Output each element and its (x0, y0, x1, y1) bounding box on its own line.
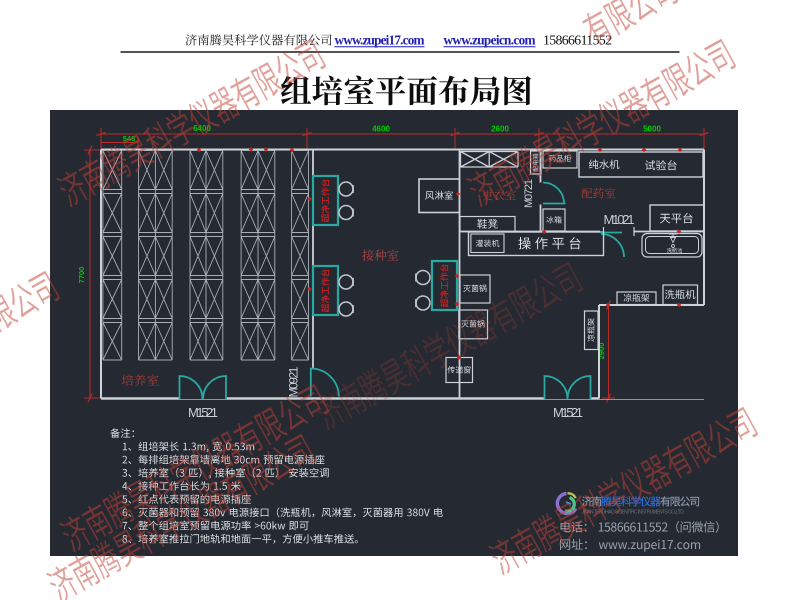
svg-text:4600: 4600 (372, 125, 390, 134)
svg-text:M0921: M0921 (287, 366, 301, 397)
svg-text:M1021: M1021 (604, 212, 635, 227)
svg-text:2900: 2900 (597, 343, 606, 360)
svg-text:7700: 7700 (77, 267, 86, 284)
svg-text:JINAN TENGHAO SCIENTIFIC INSTR: JINAN TENGHAO SCIENTIFIC INSTRUMENTS CO.… (582, 510, 685, 516)
svg-text:M1521: M1521 (188, 405, 218, 420)
svg-text:548: 548 (123, 134, 136, 143)
svg-text:www.zupeicn.com: www.zupeicn.com (444, 33, 536, 48)
svg-text:M0721: M0721 (523, 179, 535, 208)
svg-text:6400: 6400 (193, 124, 211, 133)
svg-text:2600: 2600 (491, 125, 509, 134)
svg-text:5000: 5000 (643, 125, 661, 134)
svg-text:15866611552: 15866611552 (543, 33, 612, 48)
svg-text:M1521: M1521 (553, 405, 583, 420)
svg-text:www.zupei17.com: www.zupei17.com (335, 33, 425, 48)
